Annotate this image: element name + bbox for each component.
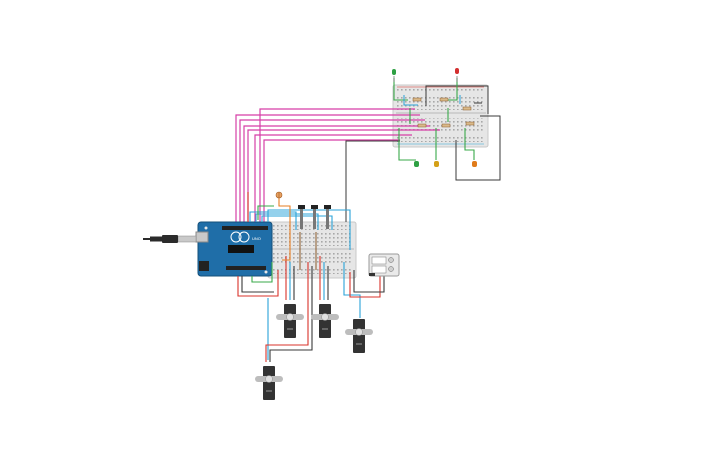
arduino-uno-board: UNO <box>195 221 273 277</box>
wires-magenta <box>235 108 440 222</box>
push-button-2 <box>311 205 318 229</box>
wires-orange <box>278 198 291 261</box>
arduino-label: UNO <box>252 236 261 241</box>
servo-motor-2 <box>311 304 339 338</box>
wires-green <box>251 205 274 283</box>
servo-motor-3 <box>345 319 373 353</box>
wires-cyan <box>249 209 361 360</box>
leds-breadboard <box>392 84 489 148</box>
wires-red <box>237 192 381 362</box>
wires-cyan-leds <box>403 95 461 106</box>
usb-cable-icon <box>143 235 197 243</box>
led-yellow-bottom <box>434 161 439 167</box>
power-supply-module <box>368 253 400 277</box>
servo-motor-1 <box>276 304 304 338</box>
push-button-1 <box>298 205 305 229</box>
potentiometer-icon <box>275 191 283 199</box>
resistors-led-board <box>412 97 475 128</box>
push-button-3 <box>324 205 331 229</box>
wires-dark-lower <box>241 266 385 362</box>
led-green-top <box>392 69 396 82</box>
led-red-top <box>455 68 459 82</box>
led-orange-bottom <box>472 161 477 167</box>
servo-motor-4 <box>255 366 283 400</box>
wires-brown <box>299 232 317 270</box>
led-green-bottom <box>414 161 419 167</box>
wires-green-leds <box>393 78 475 161</box>
